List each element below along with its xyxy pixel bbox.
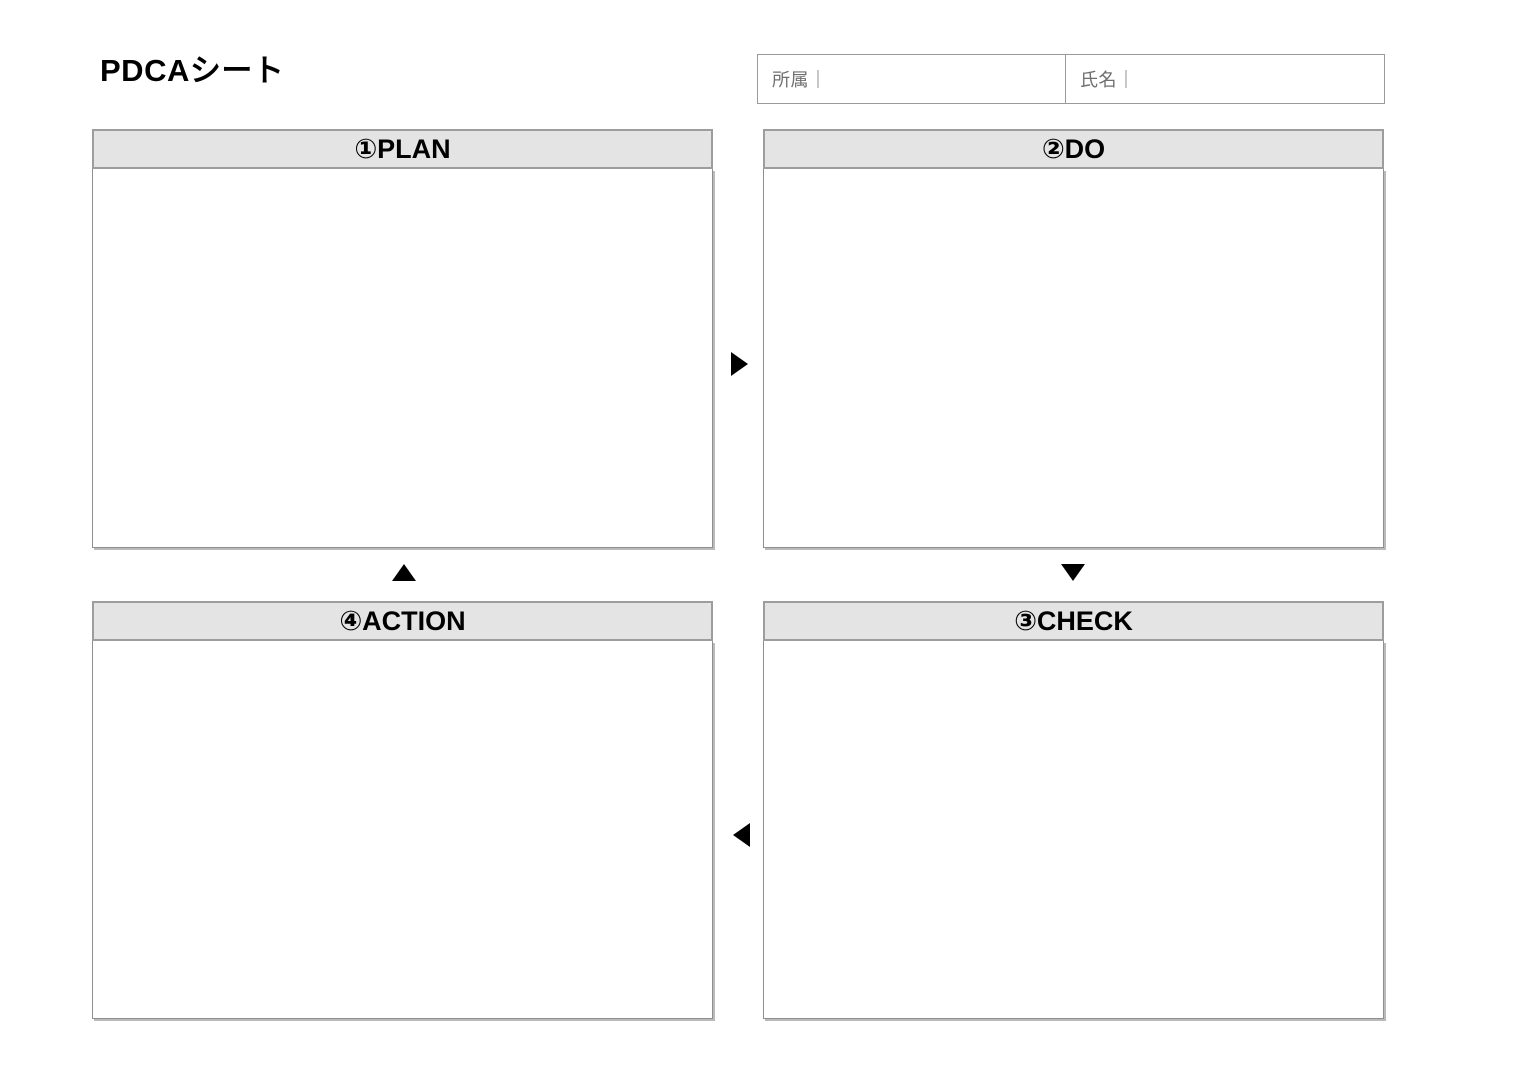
triangle-right-icon: [731, 352, 748, 376]
panel-action-body[interactable]: [92, 641, 713, 1019]
panel-do: ②DO: [763, 129, 1384, 548]
panel-plan-title: ①PLAN: [354, 133, 451, 164]
name-label: 氏名｜: [1080, 70, 1136, 91]
panel-check-header: ③CHECK: [763, 601, 1384, 641]
panel-action-header: ④ACTION: [92, 601, 713, 641]
panel-plan-body[interactable]: [92, 169, 713, 548]
panel-action: ④ACTION: [92, 601, 713, 1019]
panel-plan-header: ①PLAN: [92, 129, 713, 169]
affiliation-label: 所属｜: [772, 70, 828, 91]
panel-check-title: ③CHECK: [1014, 605, 1133, 636]
panel-plan: ①PLAN: [92, 129, 713, 548]
panel-do-title: ②DO: [1041, 133, 1106, 164]
triangle-left-icon: [733, 823, 750, 847]
panel-check: ③CHECK: [763, 601, 1384, 1019]
affiliation-field[interactable]: 所属｜: [758, 55, 1066, 103]
panel-do-body[interactable]: [763, 169, 1384, 548]
panel-check-body[interactable]: [763, 641, 1384, 1019]
identity-header: 所属｜ 氏名｜: [757, 54, 1385, 104]
panel-action-title: ④ACTION: [339, 605, 466, 636]
triangle-up-icon: [392, 564, 416, 581]
panel-do-header: ②DO: [763, 129, 1384, 169]
page-title: PDCAシート: [100, 53, 285, 88]
name-field[interactable]: 氏名｜: [1066, 55, 1384, 103]
triangle-down-icon: [1061, 564, 1085, 581]
